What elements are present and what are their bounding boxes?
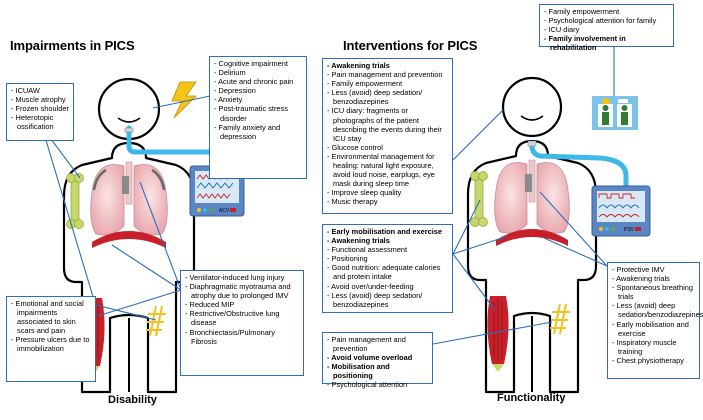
list-item: Spontaneous breathing trials [612, 283, 696, 301]
list-item: Avoid over/under-feeding [327, 282, 449, 291]
respiratory-impairments-list: Ventilator-induced lung injuryDiaphragma… [185, 273, 300, 346]
list-item: Muscle atrophy [11, 95, 70, 104]
list-item: Early mobilisation and exercise [612, 320, 696, 338]
left-ventilator-tube-tip [124, 127, 134, 133]
list-item: Restrictive/Obstructive lung disease [185, 309, 300, 327]
skin-interventions-list: Pain management and preventionAvoid volu… [327, 335, 429, 390]
list-item: Music therapy [327, 197, 449, 206]
list-item: Family empowerment [327, 79, 449, 88]
mobility-interventions-list: Early mobilisation and exerciseAwakening… [327, 227, 449, 309]
list-item: Frozen shoulder [11, 104, 70, 113]
right-leg-muscle [487, 296, 509, 372]
list-item: Awakening trials [612, 274, 696, 283]
list-item: Anxiety [214, 95, 303, 104]
list-item: Diaphragmatic myotrauma and atrophy due … [185, 282, 300, 300]
family-interventions-list: Family empowermentPsychological attentio… [544, 7, 670, 52]
right-monitor-mode-label: PSV [624, 227, 635, 233]
cognitive-impairments-box: Cognitive impairmentDeliriumAcute and ch… [209, 56, 307, 179]
skin-emotional-impairments-list: Emotional and social impairments associa… [11, 299, 92, 354]
left-arm-bone [66, 173, 84, 229]
interventions-title: Interventions for PICS [343, 38, 478, 53]
left-skin-scar [146, 305, 166, 337]
right-ventilator-monitor: PSV [591, 185, 651, 237]
list-item: Family empowerment [544, 7, 670, 16]
right-diaphragm [496, 229, 568, 246]
list-item: Less (avoid) deep sedation/ benzodiazepi… [327, 291, 449, 309]
left-monitor-mode-label: ACV [219, 208, 230, 214]
family-icon [592, 96, 638, 130]
left-cognitive-lightning-icon [171, 81, 197, 119]
list-item: Less (avoid) deep sedation/ benzodiazepi… [327, 88, 449, 106]
left-lungs [90, 161, 168, 236]
list-item: Environmental management for healing: na… [327, 152, 449, 188]
disability-caption: Disability [108, 394, 157, 406]
left-diaphragm [92, 231, 166, 248]
list-item: Cognitive impairment [214, 59, 303, 68]
left-mouth [117, 117, 141, 123]
list-item: Inspiratory muscle training [612, 338, 696, 356]
list-item: Family involvement in rehabilitation [544, 34, 670, 52]
list-item: Awakening trials [327, 236, 449, 245]
list-item: Bronchiectasis/Pulmonary Fibrosis [185, 328, 300, 346]
respiratory-interventions-list: Protective IMVAwakening trialsSpontaneou… [612, 265, 703, 365]
list-item: Psychological attention for family [544, 16, 670, 25]
list-item: Protective IMV [612, 265, 696, 274]
family-interventions-box: Family empowermentPsychological attentio… [539, 4, 674, 52]
list-item: Acute and chronic pain [214, 77, 303, 86]
list-item: Mobilisation and positioning [327, 362, 429, 380]
list-item: Good nutrition: adequate calories and pr… [327, 263, 449, 281]
list-item: Depression [214, 86, 303, 95]
cognitive-impairments-list: Cognitive impairmentDeliriumAcute and ch… [214, 59, 303, 141]
list-item: Family anxiety and depression [214, 123, 303, 141]
mobility-interventions-box: Early mobilisation and exerciseAwakening… [322, 224, 453, 313]
list-item: Early mobilisation and exercise [327, 227, 449, 236]
musculoskeletal-impairments-box: ICUAWMuscle atrophyFrozen shoulderHetero… [6, 83, 74, 141]
musculoskeletal-impairments-list: ICUAWMuscle atrophyFrozen shoulderHetero… [11, 86, 70, 131]
respiratory-interventions-box: Protective IMVAwakening trialsSpontaneou… [607, 262, 703, 379]
functionality-caption: Functionality [497, 392, 566, 404]
list-item: Delirium [214, 68, 303, 77]
list-item: Glucose control [327, 143, 449, 152]
respiratory-impairments-box: Ventilator-induced lung injuryDiaphragma… [180, 270, 304, 376]
list-item: Functional assessment [327, 245, 449, 254]
list-item: Positioning [327, 254, 449, 263]
list-item: ICU diary [544, 25, 670, 34]
skin-emotional-impairments-box: Emotional and social impairments associa… [6, 296, 96, 382]
right-arm-bone [470, 171, 488, 227]
list-item: Pressure ulcers due to immobilization [11, 335, 92, 353]
list-item: Awakening trials [327, 61, 449, 70]
list-item: Reduced MIP [185, 300, 300, 309]
right-ventilator-tube [529, 143, 629, 191]
list-item: Pain management and prevention [327, 335, 429, 353]
list-item: Post-traumatic stress disorder [214, 104, 303, 122]
list-item: Heterotopic ossification [11, 113, 70, 131]
list-item: Chest physiotherapy [612, 356, 696, 365]
brain-interventions-box: Awakening trialsPain management and prev… [322, 58, 453, 214]
right-lungs [494, 159, 570, 234]
list-item: Pain management and prevention [327, 70, 449, 79]
list-item: Less (avoid) deep sedation/benzodiazepin… [612, 301, 703, 319]
right-mouth [520, 115, 544, 121]
list-item: Avoid volume overload [327, 353, 429, 362]
list-item: ICUAW [11, 86, 70, 95]
impairments-title: Impairments in PICS [10, 38, 135, 53]
list-item: Emotional and social impairments associa… [11, 299, 92, 335]
right-ventilator-tube-tip [527, 140, 537, 147]
list-item: ICU diary: fragments or photographs of t… [327, 106, 449, 142]
list-item: Ventilator-induced lung injury [185, 273, 300, 282]
list-item: Psychological attention [327, 380, 429, 389]
connector-lines [41, 47, 615, 345]
skin-interventions-box: Pain management and preventionAvoid volu… [322, 332, 433, 389]
right-skin-scar [550, 303, 570, 335]
list-item: Improve sleep quality [327, 188, 449, 197]
brain-interventions-list: Awakening trialsPain management and prev… [327, 61, 449, 207]
